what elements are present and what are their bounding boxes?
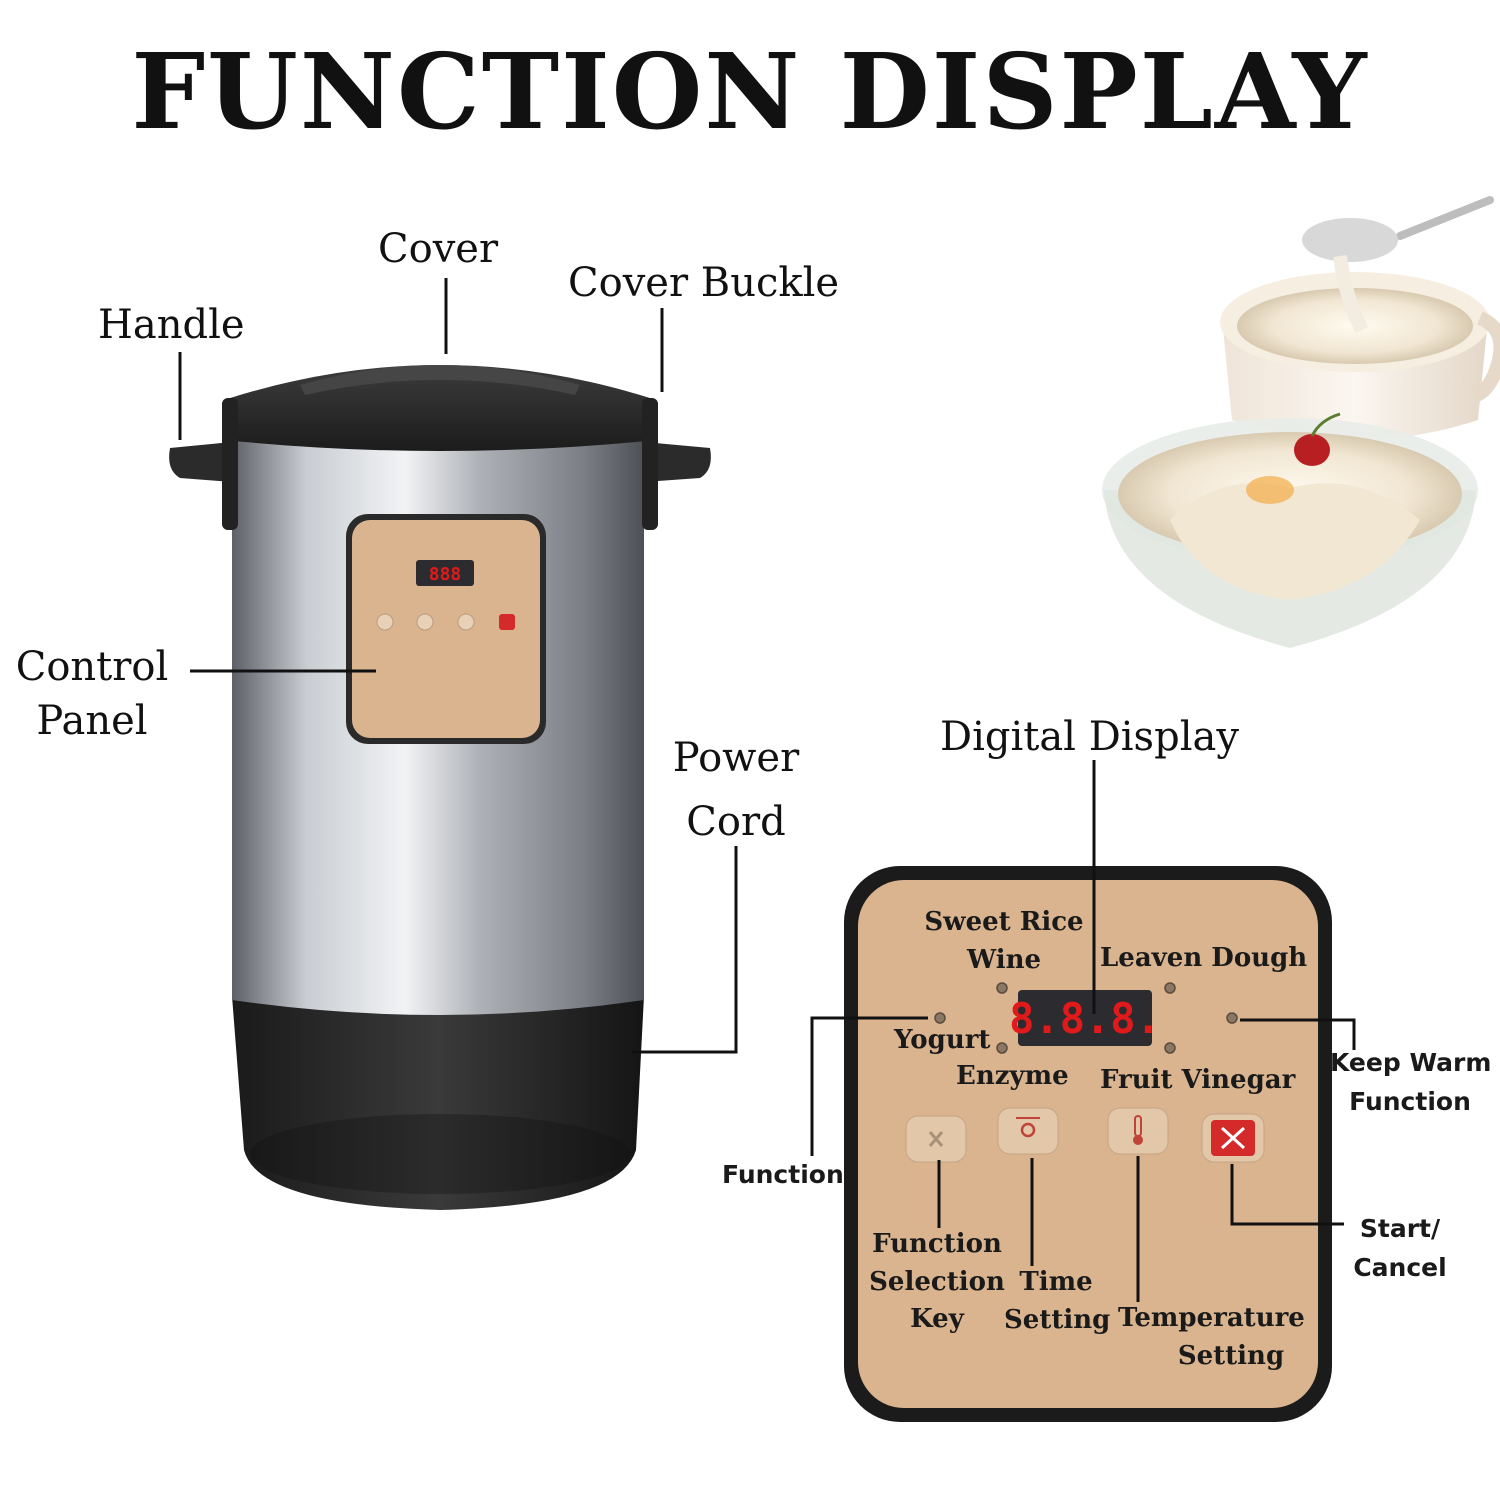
- indicator-enzyme: [996, 1042, 1008, 1054]
- fruit-vinegar-label: Fruit Vinegar: [1100, 1065, 1296, 1095]
- indicator-leaven-dough: [1164, 982, 1176, 994]
- power-cord-label-line1: Power: [672, 735, 800, 781]
- control-panel-label-line1: Control: [15, 644, 169, 690]
- yogurt-bowl-photo: [1102, 196, 1500, 648]
- handle-left: [169, 442, 232, 482]
- control-panel-label-line2: Panel: [36, 698, 148, 744]
- start-cancel-line1: Start/: [1359, 1214, 1441, 1243]
- time-setting-label: Time Setting: [1004, 1264, 1111, 1339]
- digital-display-screen: [1018, 990, 1152, 1046]
- handle-label: Handle: [98, 302, 245, 348]
- keep-warm-function-label: Keep Warm Function: [1330, 1044, 1492, 1122]
- keep-warm-line2: Function: [1349, 1086, 1471, 1116]
- digital-display-label: Digital Display: [940, 714, 1239, 760]
- time-setting-line1: Time: [1019, 1267, 1093, 1297]
- small-led-readout: 888: [429, 564, 462, 585]
- indicator-yogurt: [934, 1012, 946, 1024]
- function-selection-line2: Selection: [869, 1266, 1005, 1297]
- yogurt-label: Yogurt: [894, 1025, 991, 1055]
- sweet-rice-wine-line2: Wine: [966, 944, 1042, 975]
- power-cord-label: Power Cord: [658, 726, 814, 854]
- large-control-panel: 8.8.8.: [844, 866, 1332, 1422]
- function-selection-key-label: Function Selection Key: [866, 1226, 1008, 1339]
- cover-label: Cover: [378, 226, 499, 272]
- temperature-setting-line1: Temperature: [1118, 1303, 1305, 1333]
- indicator-sweet-rice: [996, 982, 1008, 994]
- start-cancel-label: Start/ Cancel: [1348, 1210, 1452, 1288]
- time-setting-line2: Setting: [1004, 1304, 1111, 1335]
- control-panel-label: Control Panel: [8, 640, 176, 748]
- start-cancel-line2: Cancel: [1353, 1252, 1447, 1282]
- indicator-keep-warm: [1226, 1012, 1238, 1024]
- temperature-setting-key: [1107, 1107, 1169, 1155]
- keep-warm-line1: Keep Warm: [1330, 1048, 1492, 1077]
- led-readout: 8.8.8.: [1009, 994, 1161, 1043]
- callout-lines-left: [178, 278, 738, 1054]
- time-setting-key: [997, 1107, 1059, 1155]
- function-selection-line1: Function: [872, 1229, 1002, 1259]
- cover-buckle-label: Cover Buckle: [568, 260, 840, 306]
- yogurt-maker: 888: [169, 365, 711, 1210]
- buckle-left: [222, 398, 238, 530]
- power-cord-label-line2: Cord: [686, 799, 786, 845]
- page-title: FUNCTION DISPLAY: [131, 30, 1369, 153]
- base-housing: [232, 996, 644, 1210]
- function-side-label: Function: [722, 1160, 844, 1189]
- enzyme-label: Enzyme: [956, 1061, 1069, 1091]
- temperature-setting-line2: Setting: [1177, 1340, 1285, 1371]
- cover-buckle: [642, 398, 658, 530]
- function-selection-line3: Key: [910, 1304, 964, 1335]
- sweet-rice-wine-line1: Sweet Rice: [924, 907, 1084, 937]
- callout-lines-panel: [810, 760, 1356, 1302]
- indicator-fruit-vinegar: [1164, 1042, 1176, 1054]
- leaven-dough-label: Leaven Dough: [1100, 943, 1308, 973]
- temperature-setting-label: Temperature Setting: [1118, 1300, 1305, 1375]
- sweet-rice-wine-label: Sweet Rice Wine: [918, 904, 1090, 979]
- handle-right: [644, 442, 711, 482]
